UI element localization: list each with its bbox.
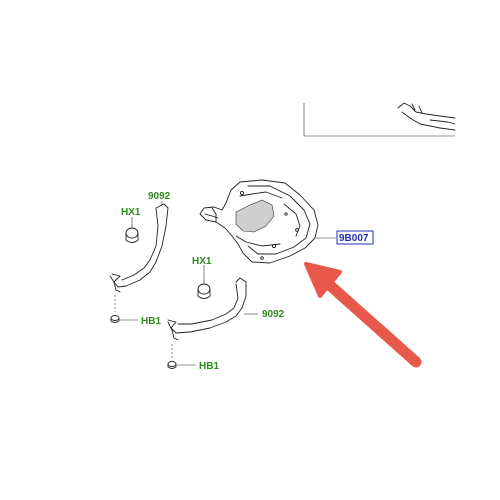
grommet-upper: [125, 227, 139, 243]
heat-shield-part: [199, 179, 319, 264]
callout-bolt-upper: HB1: [141, 316, 161, 327]
callout-bolt-lower: HB1: [199, 361, 219, 372]
fuel-tank-strap-upper: [109, 203, 169, 293]
inset-part-drawing: [397, 102, 456, 131]
callout-shield: 9B007: [339, 233, 369, 244]
bolt-upper: [110, 295, 120, 323]
callout-grommet-lower: HX1: [192, 256, 212, 267]
callout-strap-upper: 9092: [148, 191, 171, 202]
callout-box-shield: [336, 230, 374, 245]
bolt-lower: [167, 344, 177, 369]
callout-strap-lower: 9092: [262, 309, 285, 320]
fuel-tank-strap-lower: [167, 277, 247, 341]
callout-grommet-upper: HX1: [121, 207, 141, 218]
inset-detail: [303, 102, 456, 137]
red-pointer-arrow: [304, 262, 422, 368]
grommet-lower: [197, 283, 211, 299]
